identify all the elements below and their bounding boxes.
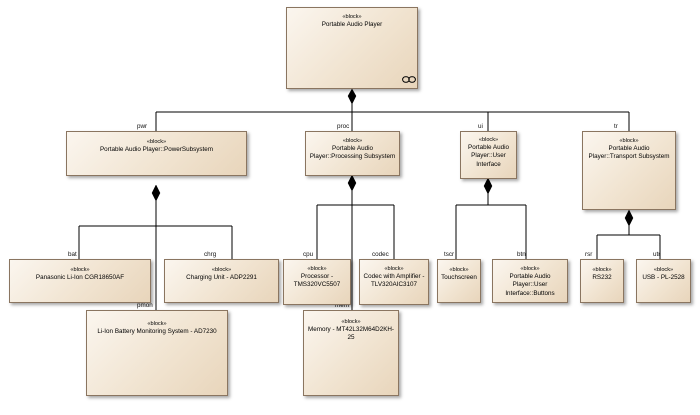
block-name: Touchscreen bbox=[441, 274, 477, 282]
block-stereotype: «block» bbox=[384, 266, 404, 272]
block-name: Panasonic Li-Ion CGR18650AF bbox=[35, 274, 125, 282]
composition-diamond-transport bbox=[624, 209, 634, 227]
block-stereotype: «block» bbox=[307, 266, 327, 272]
block-stereotype: «block» bbox=[653, 267, 674, 273]
block-stereotype: «block» bbox=[619, 138, 639, 144]
composition-diamond-ui bbox=[483, 177, 493, 195]
composition-diamond-root bbox=[347, 88, 357, 105]
block-name: Portable Audio Player::Transport Subsyst… bbox=[588, 145, 670, 161]
block-stereotype: «block» bbox=[478, 137, 499, 143]
block-name: Li-Ion Battery Monitoring System - AD723… bbox=[97, 328, 217, 336]
block-stereotype: «block» bbox=[342, 14, 362, 20]
block-name: Portable Audio Player::User Interface::B… bbox=[505, 273, 555, 297]
role-label-bat: bat bbox=[68, 251, 77, 258]
role-label-mem: mem bbox=[335, 302, 349, 309]
block-name: Memory - MT42L32M64D2KH-25 bbox=[307, 326, 395, 342]
block-name: Processor - TMS320VC5507 bbox=[293, 273, 341, 289]
block-usb[interactable]: «block» USB - PL-2528 bbox=[636, 259, 691, 303]
block-name: Portable Audio Player::PowerSubsystem bbox=[99, 146, 214, 154]
block-stereotype: «block» bbox=[592, 267, 612, 273]
role-label-proc: proc bbox=[337, 123, 350, 130]
composition-diamond-processing bbox=[347, 174, 357, 192]
role-label-pwr: pwr bbox=[137, 123, 148, 130]
block-name: Charging Unit - ADP2291 bbox=[186, 274, 257, 282]
role-label-pmon: pmon bbox=[137, 302, 153, 309]
block-name: Codec with Amplifier - TLV320AIC3107 bbox=[363, 273, 425, 289]
block-root[interactable]: «block» Portable Audio Player bbox=[286, 7, 418, 89]
block-stereotype: «block» bbox=[341, 319, 361, 325]
block-codec[interactable]: «block» Codec with Amplifier - TLV320AIC… bbox=[359, 259, 429, 305]
role-label-codec: codec bbox=[372, 251, 389, 258]
role-label-utr: utr bbox=[653, 251, 661, 258]
role-label-cpu: cpu bbox=[303, 251, 314, 258]
block-stereotype: «block» bbox=[147, 321, 167, 327]
block-stereotype: «block» bbox=[520, 266, 540, 272]
block-user-interface[interactable]: «block» Portable Audio Player::User Inte… bbox=[460, 131, 517, 179]
block-name: USB - PL-2528 bbox=[642, 274, 685, 282]
block-name: Portable Audio Player::Processing Subsys… bbox=[309, 145, 396, 161]
block-name: Portable Audio Player::User Interface bbox=[468, 144, 509, 168]
role-label-ui: ui bbox=[478, 123, 483, 130]
role-label-tr: tr bbox=[614, 123, 618, 130]
block-touchscreen[interactable]: «block» Touchscreen bbox=[437, 259, 481, 303]
block-rs232[interactable]: «block» RS232 bbox=[580, 259, 624, 303]
role-label-chrg: chrg bbox=[204, 251, 217, 258]
block-battery[interactable]: «block» Panasonic Li-Ion CGR18650AF bbox=[9, 259, 151, 303]
block-stereotype: «block» bbox=[146, 139, 167, 145]
block-stereotype: «block» bbox=[70, 267, 90, 273]
role-label-rsr: rsr bbox=[585, 251, 593, 258]
block-processing-subsystem[interactable]: «block» Portable Audio Player::Processin… bbox=[305, 131, 400, 176]
chain-link-icon bbox=[402, 76, 416, 83]
block-memory[interactable]: «block» Memory - MT42L32M64D2KH-25 bbox=[303, 310, 399, 396]
block-stereotype: «block» bbox=[449, 267, 469, 273]
role-label-btn: btn bbox=[517, 251, 526, 258]
block-buttons[interactable]: «block» Portable Audio Player::User Inte… bbox=[492, 259, 568, 303]
block-name: Portable Audio Player bbox=[321, 21, 383, 29]
block-battery-monitor[interactable]: «block» Li-Ion Battery Monitoring System… bbox=[86, 310, 228, 396]
block-transport-subsystem[interactable]: «block» Portable Audio Player::Transport… bbox=[582, 131, 676, 210]
block-processor[interactable]: «block» Processor - TMS320VC5507 bbox=[283, 259, 351, 305]
block-power-subsystem[interactable]: «block» Portable Audio Player::PowerSubs… bbox=[66, 131, 247, 176]
block-name: RS232 bbox=[592, 274, 612, 282]
role-label-tscr: tscr bbox=[444, 251, 455, 258]
block-stereotype: «block» bbox=[342, 138, 363, 144]
composition-diamond-power bbox=[151, 184, 161, 202]
block-charging-unit[interactable]: «block» Charging Unit - ADP2291 bbox=[164, 259, 279, 303]
block-stereotype: «block» bbox=[211, 267, 232, 273]
